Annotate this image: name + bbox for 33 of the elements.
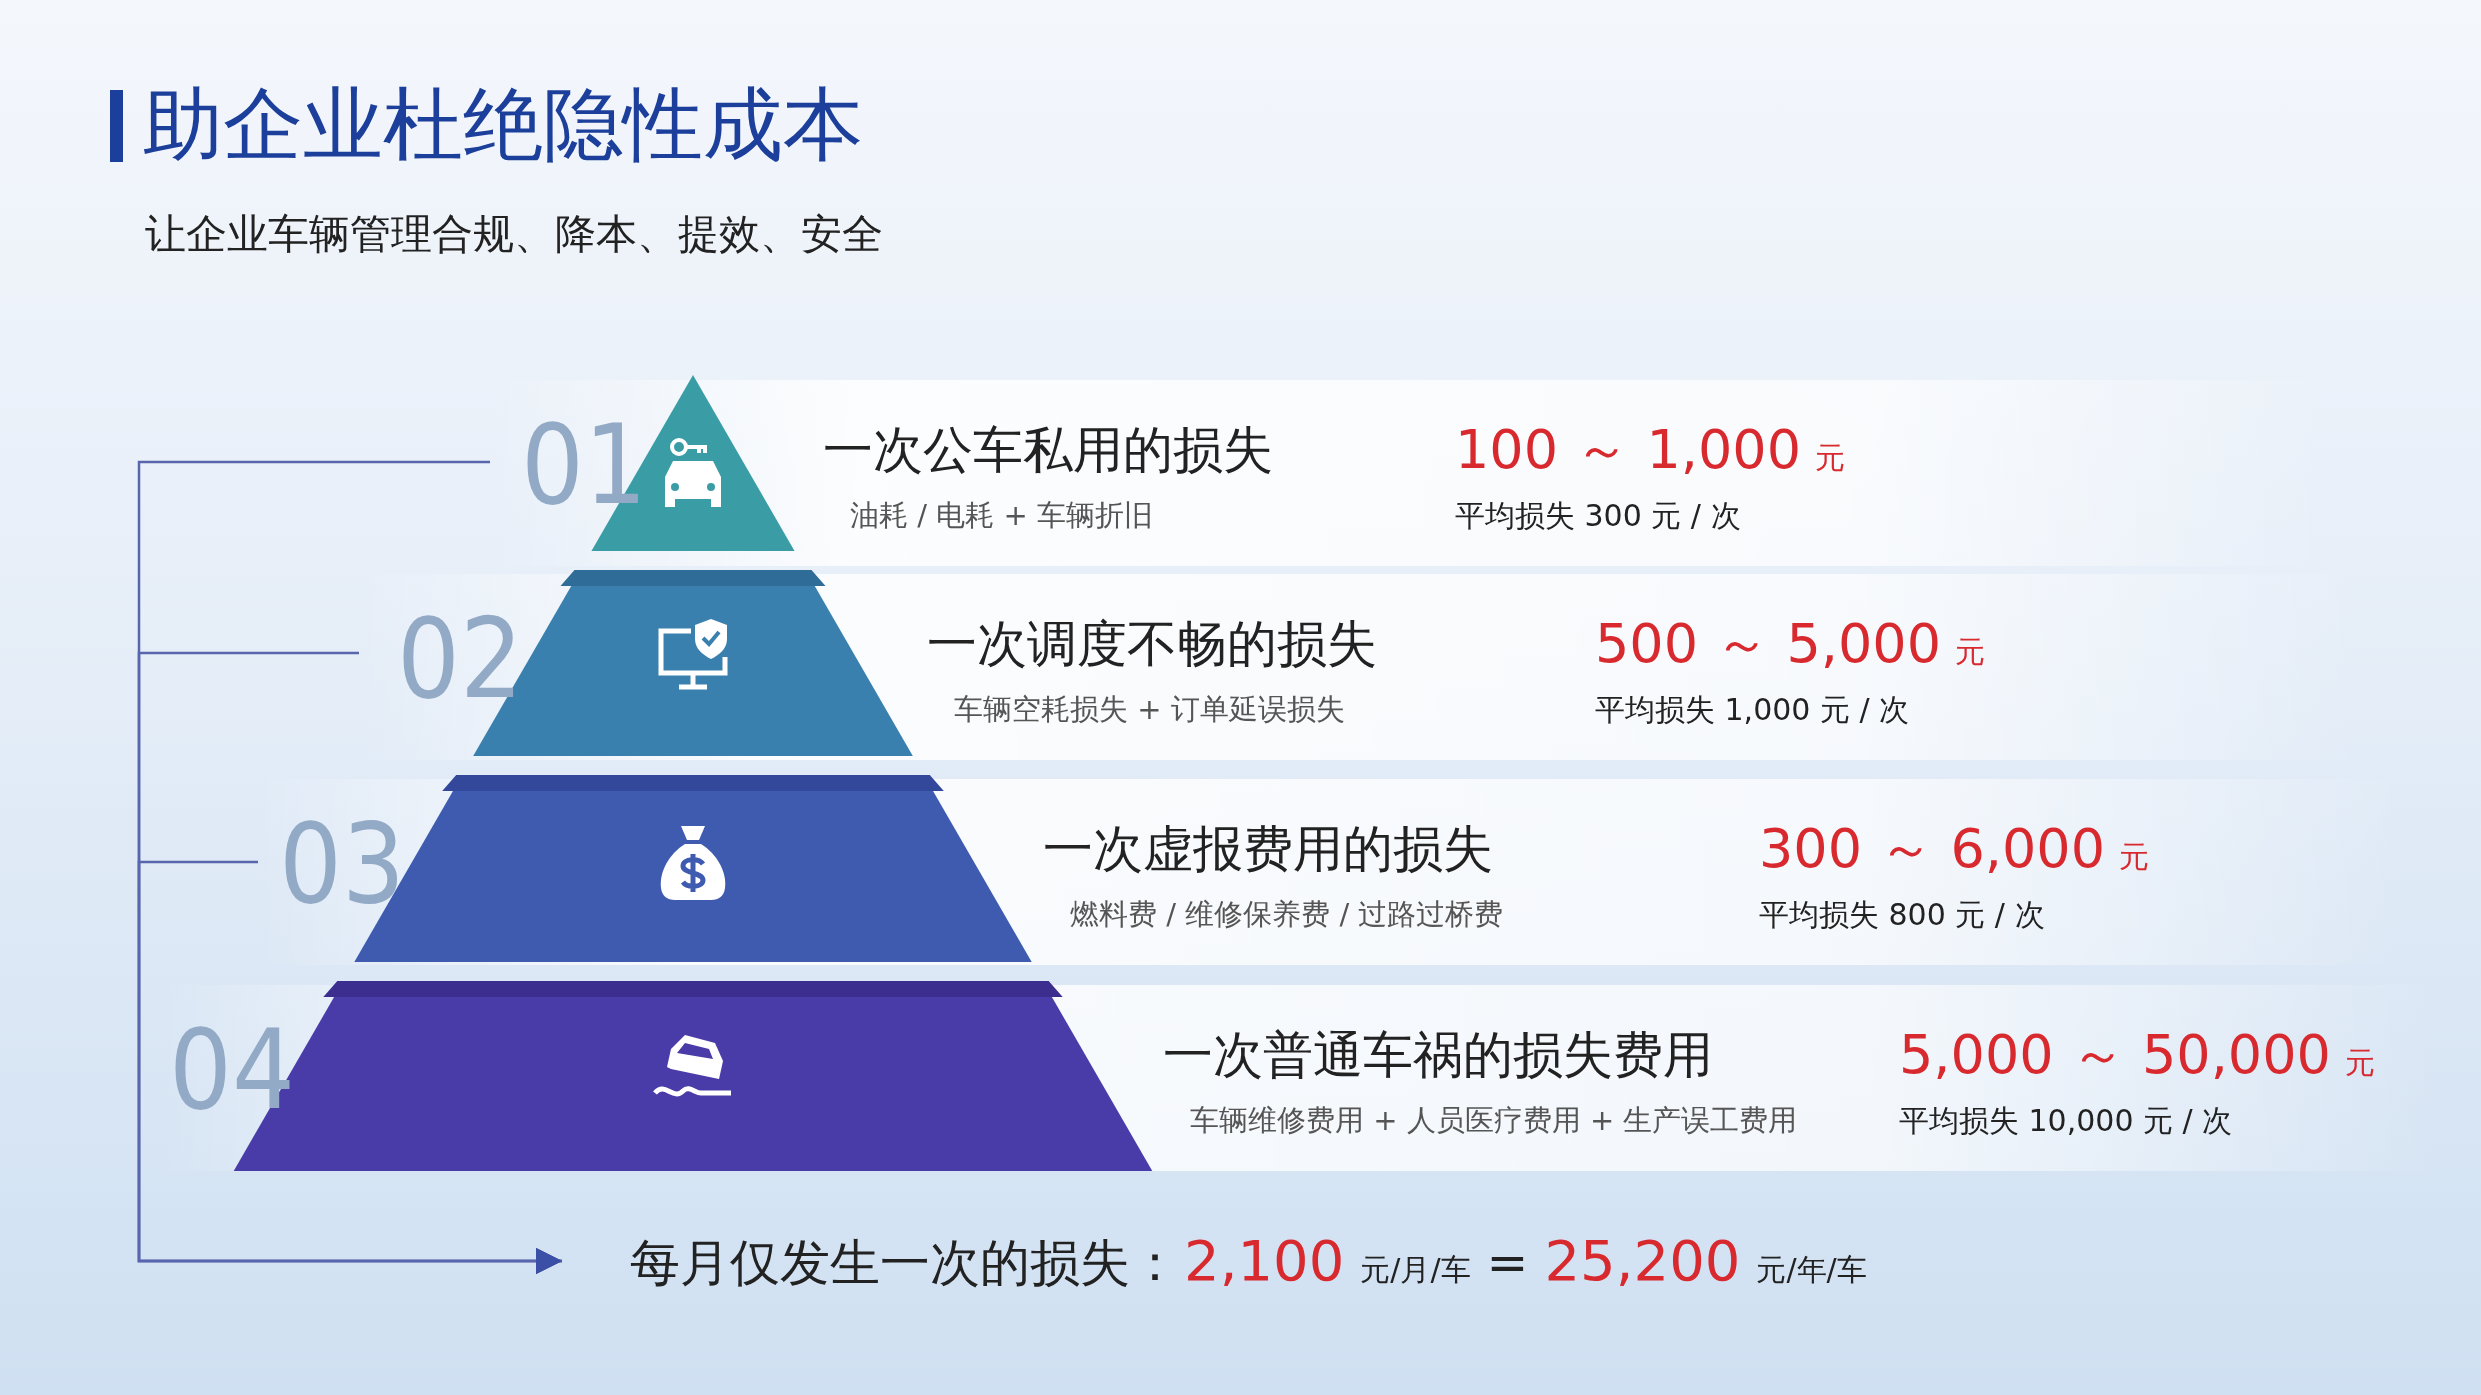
tier-number: 01 bbox=[521, 400, 647, 530]
loss-title: 一次调度不畅的损失 bbox=[927, 614, 1377, 674]
connector-line bbox=[137, 860, 562, 1274]
monthly-total: 2,100 bbox=[1184, 1227, 1345, 1295]
summary-label: 每月仅发生一次的损失： bbox=[630, 1233, 1180, 1294]
average-loss: 平均损失 300 元 / 次 bbox=[1455, 497, 1741, 535]
title: 助企业杜绝隐性成本 bbox=[143, 77, 863, 173]
currency-unit: 元 bbox=[2345, 1044, 2375, 1082]
loss-detail: 车辆维修费用 + 人员医疗费用 + 生产误工费用 bbox=[1190, 1102, 1798, 1139]
loss-range: 300 ～ 6,000 bbox=[1759, 817, 2105, 881]
loss-range: 5,000 ～ 50,000 bbox=[1899, 1023, 2331, 1087]
subtitle: 让企业车辆管理合规、降本、提效、安全 bbox=[145, 209, 883, 260]
tier-number: 03 bbox=[279, 799, 405, 929]
loss-detail: 燃料费 / 维修保养费 / 过路过桥费 bbox=[1070, 896, 1504, 933]
tier-number: 02 bbox=[397, 594, 523, 724]
currency-unit: 元 bbox=[1815, 439, 1845, 477]
loss-detail: 车辆空耗损失 + 订单延误损失 bbox=[954, 691, 1345, 728]
currency-unit: 元 bbox=[2119, 838, 2149, 876]
loss-range: 500 ～ 5,000 bbox=[1595, 612, 1941, 676]
loss-detail: 油耗 / 电耗 + 车辆折旧 bbox=[850, 497, 1153, 534]
loss-title: 一次普通车祸的损失费用 bbox=[1163, 1025, 1713, 1085]
equals-sign: = bbox=[1486, 1233, 1529, 1294]
currency-unit: 元 bbox=[1955, 633, 1985, 671]
unit-label: 元/年/车 bbox=[1756, 1251, 1867, 1289]
average-loss: 平均损失 800 元 / 次 bbox=[1759, 896, 2045, 934]
tier-number: 04 bbox=[169, 1005, 295, 1135]
yearly-total: 25,200 bbox=[1544, 1227, 1741, 1295]
loss-title: 一次公车私用的损失 bbox=[823, 420, 1273, 480]
loss-title: 一次虚报费用的损失 bbox=[1043, 819, 1493, 879]
unit-label: 元/月/车 bbox=[1360, 1251, 1471, 1289]
average-loss: 平均损失 10,000 元 / 次 bbox=[1899, 1102, 2233, 1140]
loss-range: 100 ～ 1,000 bbox=[1455, 418, 1801, 482]
average-loss: 平均损失 1,000 元 / 次 bbox=[1595, 691, 1910, 729]
